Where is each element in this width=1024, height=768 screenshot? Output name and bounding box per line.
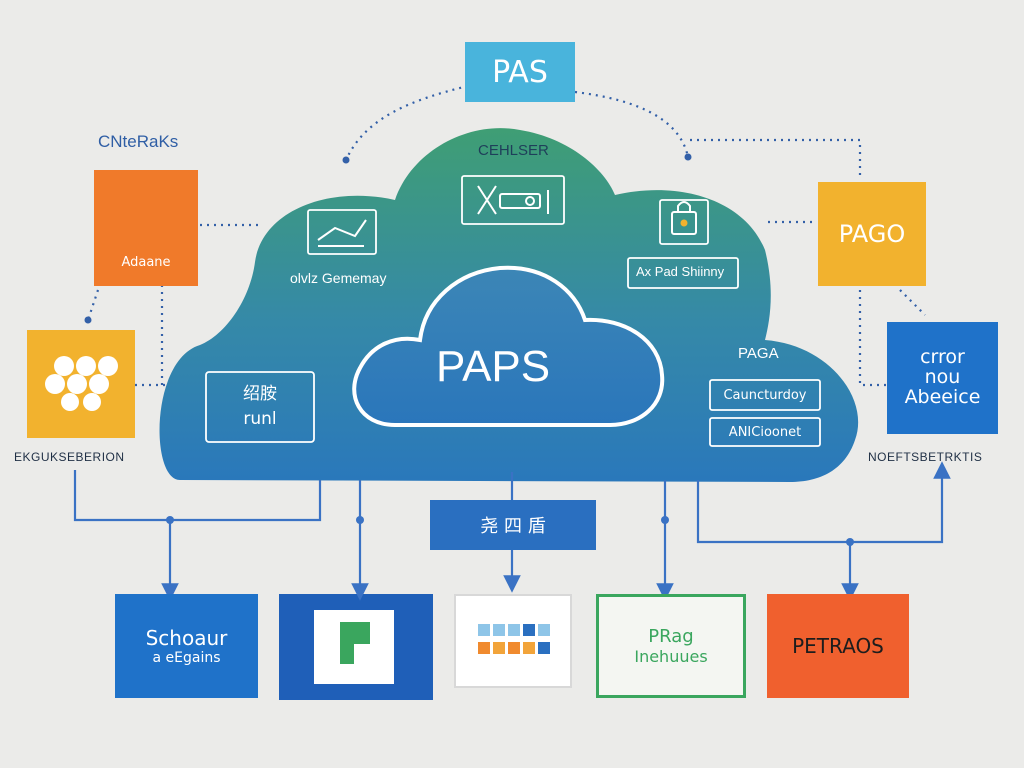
lock-icon <box>671 201 697 235</box>
inner-cloud <box>352 265 665 427</box>
top-left-caption: CNteRaKs <box>98 132 179 151</box>
bottom-node-schoaur: Schoaur a eEgains <box>115 594 258 698</box>
top-label: PAS <box>492 54 548 90</box>
cloud-left-item: olvlz Gememay <box>290 270 387 286</box>
cloud-row-box-2 <box>709 417 821 447</box>
chart-line-icon <box>317 219 367 247</box>
cloud-header: CEHLSER <box>478 142 549 159</box>
honeycomb-icon <box>45 356 118 411</box>
device-icon <box>477 185 549 215</box>
p-logo-icon <box>314 610 394 684</box>
cloud-row-box-1 <box>709 379 821 411</box>
junction-dots <box>166 516 854 546</box>
cloud-label-box-right <box>627 257 739 289</box>
dot-markers <box>84 153 692 324</box>
yellow-node-right-label: PAGO <box>838 220 906 248</box>
cloud-right-title: PAGA <box>738 345 779 362</box>
yellow-node-right: PAGO <box>818 182 926 286</box>
cloud-icon-box-left <box>307 209 377 255</box>
cloud-row-2-label: ANICioonet <box>728 424 802 440</box>
schoaur-title: Schoaur <box>145 626 228 650</box>
cloud-right-item: Ax Pad Shiinny <box>636 264 725 279</box>
cloud-box-inner-left <box>205 371 315 443</box>
cloud-center-label: PAPS <box>436 342 551 391</box>
bottom-node-petraos: PETRAOS <box>767 594 909 698</box>
cloud-icon-box-right <box>659 199 709 245</box>
blue-node-line-1: crror <box>920 346 965 369</box>
prag-subtitle: Inehuues <box>634 647 708 666</box>
mid-banner: 尧 四 盾 <box>430 500 596 550</box>
cloud-row-1: Cauncturdoy <box>710 380 820 410</box>
orange-node: Adaane <box>94 170 198 286</box>
cloud-row-2: ANICioonet <box>710 418 820 446</box>
bottom-node-prag: PRag Inehuues <box>596 594 746 698</box>
color-grid-icon <box>478 624 550 654</box>
cloud-inner-left-text: 绍胺 runl <box>206 372 314 442</box>
orange-node-label: Adaane <box>121 255 171 270</box>
cloud-inner-left-line-1: 绍胺 <box>243 383 277 404</box>
dotted-connectors <box>86 84 926 387</box>
petraos-label: PETRAOS <box>792 634 884 658</box>
cloud-icon-box-center <box>461 175 565 225</box>
prag-title: PRag <box>648 626 694 647</box>
blue-node-line-3: Abeeice <box>904 385 981 408</box>
mid-banner-label: 尧 四 盾 <box>480 516 546 537</box>
cloud-inner-left-line-2: runl <box>243 409 277 429</box>
blue-node-right: crror nou Abeeice <box>887 322 998 434</box>
cloud-row-1-label: Cauncturdoy <box>723 387 807 403</box>
blue-node-line-2: nou <box>924 366 961 389</box>
yellow-node-caption: EKGUKSEBERION <box>14 450 125 464</box>
top-label-box: PAS <box>465 42 575 102</box>
blue-node-caption: NOEFTSBETRKTIS <box>868 450 983 464</box>
arrow-connectors <box>73 461 951 601</box>
schoaur-subtitle: a eEgains <box>152 650 221 666</box>
